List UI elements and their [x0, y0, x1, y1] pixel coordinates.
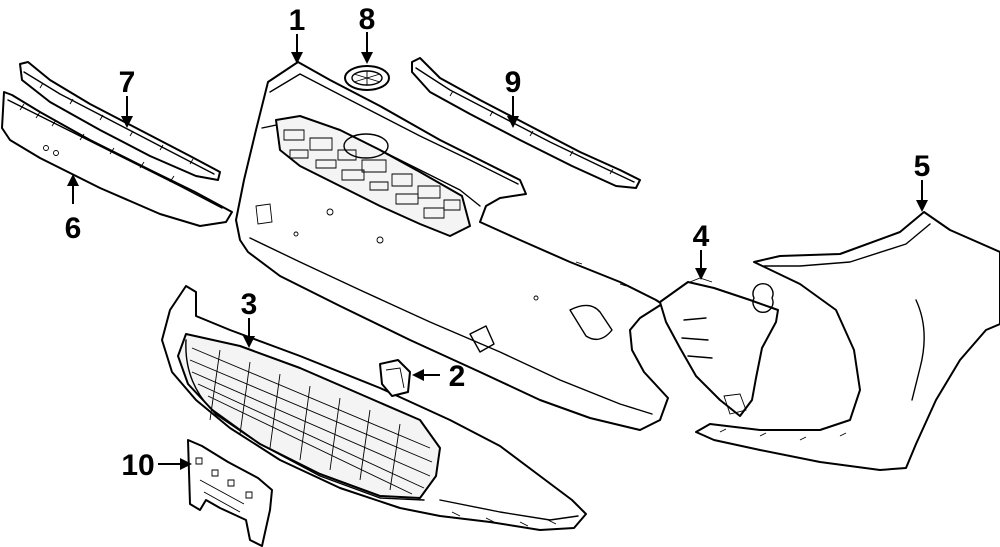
callout-5: 5	[914, 150, 931, 183]
callout-6: 6	[65, 212, 82, 245]
part-5-side-panel[interactable]	[695, 211, 1000, 471]
callout-9: 9	[505, 66, 522, 99]
callout-3: 3	[241, 288, 258, 321]
callout-7: 7	[119, 66, 136, 99]
callout-10: 10	[121, 449, 154, 482]
callout-2: 2	[449, 360, 466, 393]
part-1-bumper-cover[interactable]	[235, 61, 669, 431]
part-6-trim-strip[interactable]	[1, 91, 233, 227]
part-7-trim-strip[interactable]	[19, 61, 221, 181]
part-10-license-bracket[interactable]	[187, 439, 273, 547]
leader-lines	[67, 32, 928, 470]
part-9-trim-strip[interactable]	[411, 57, 641, 189]
part-2-tow-hook-cover[interactable]	[379, 359, 411, 397]
part-4-bracket[interactable]	[659, 277, 779, 417]
callout-4: 4	[693, 220, 710, 253]
part-3-lower-grille[interactable]	[161, 285, 587, 531]
callout-1: 1	[289, 4, 306, 37]
part-8-emblem[interactable]	[344, 65, 390, 91]
callout-labels: 1 8 7 9 6 5 4 3 2 10	[65, 3, 931, 482]
callout-8: 8	[359, 3, 376, 36]
